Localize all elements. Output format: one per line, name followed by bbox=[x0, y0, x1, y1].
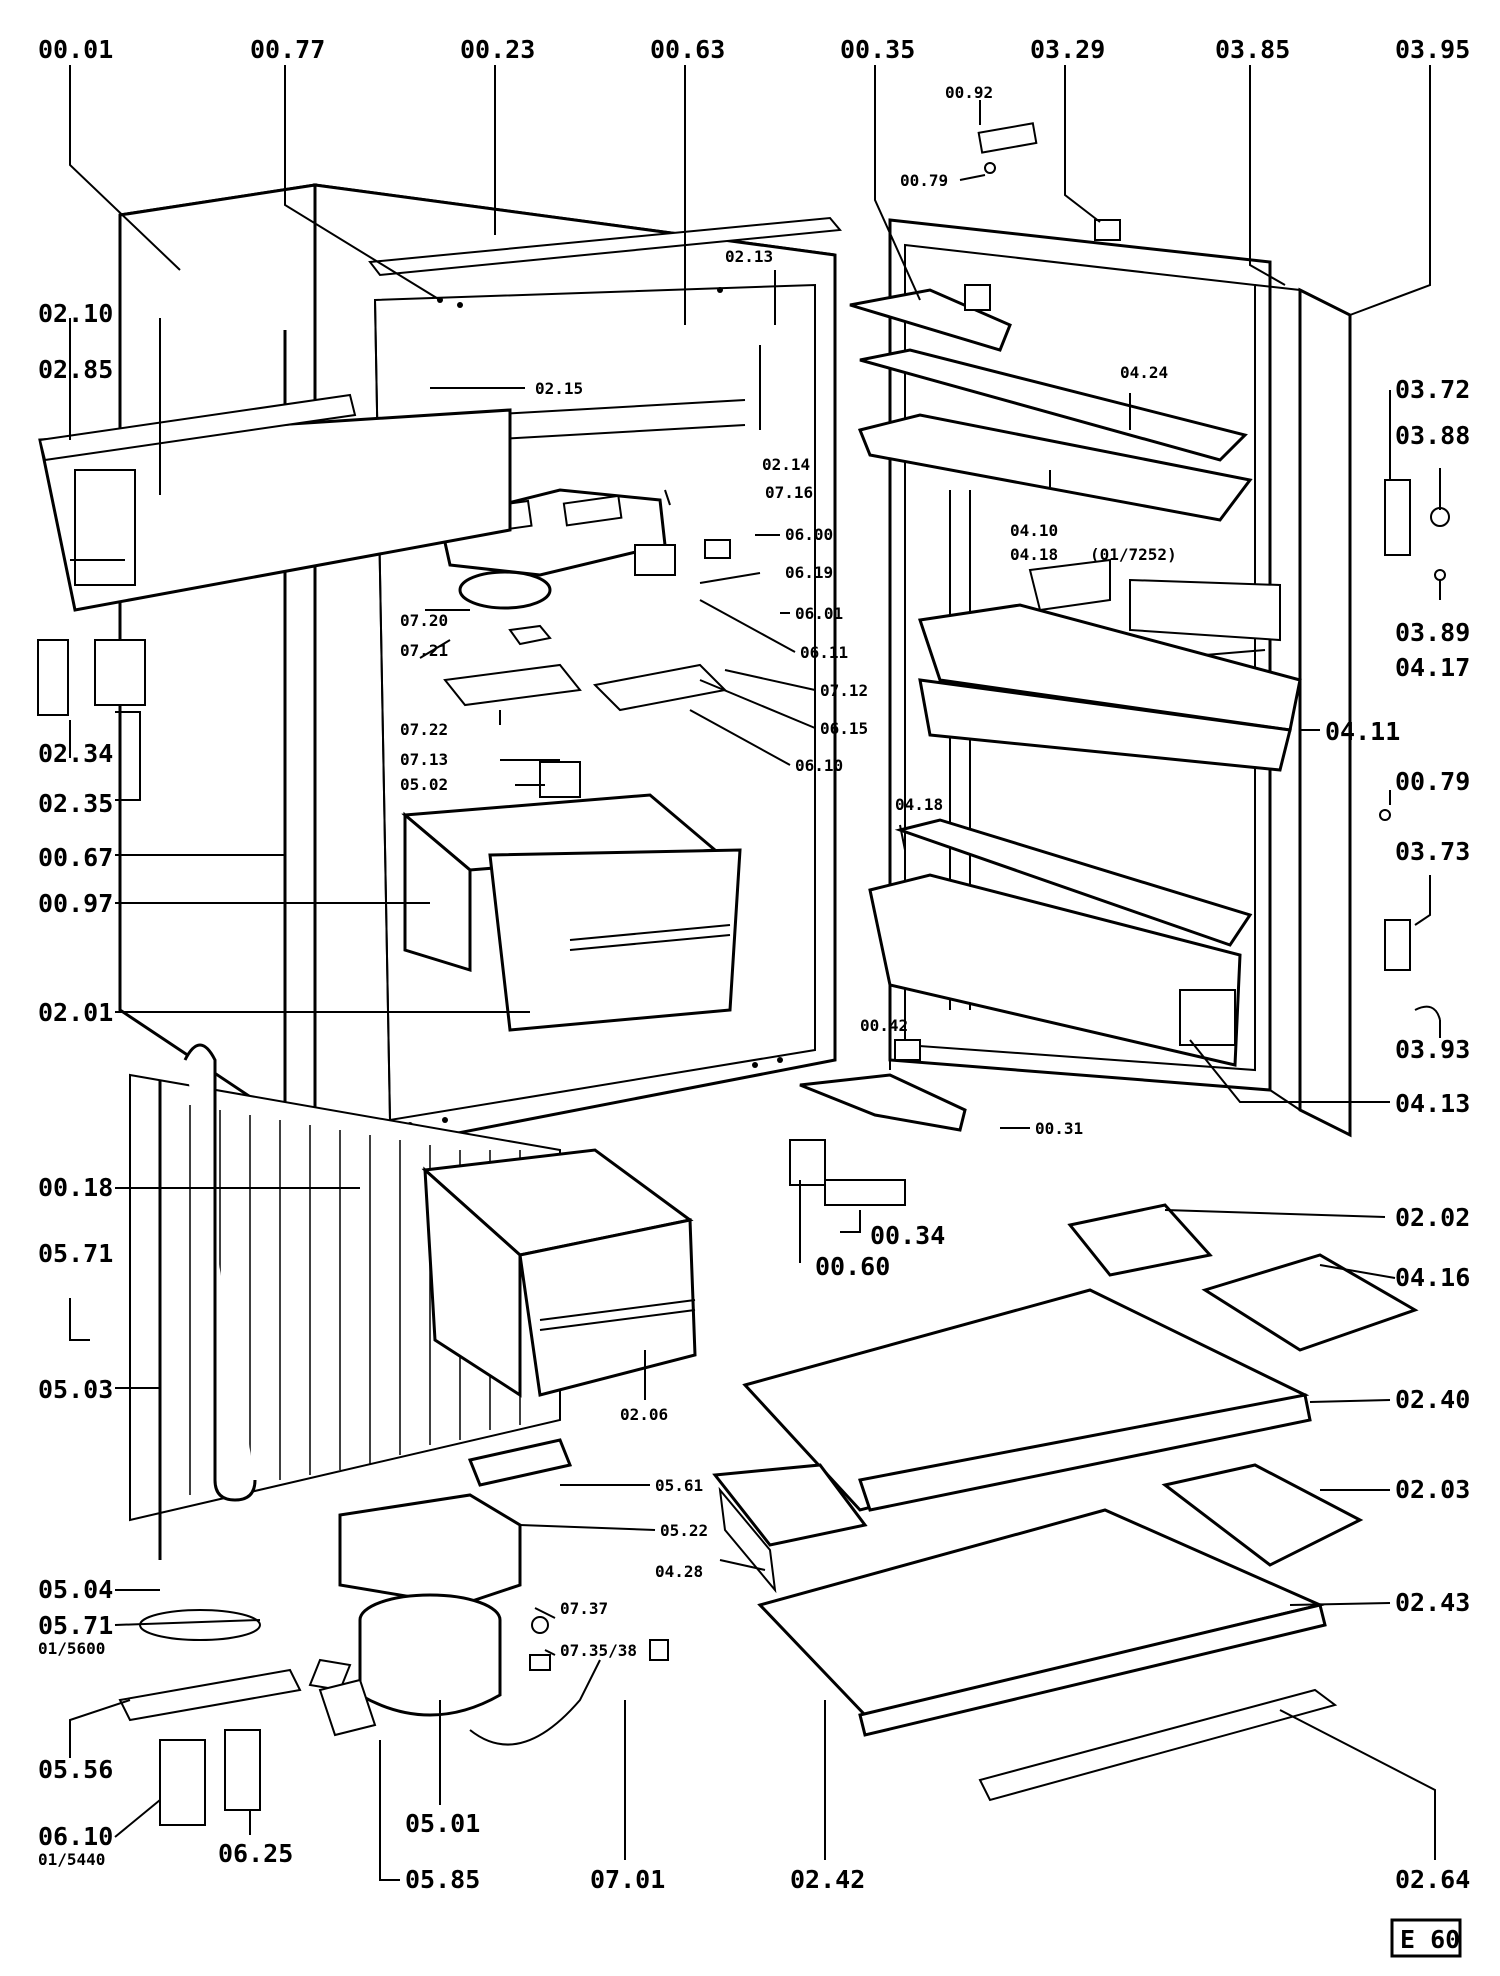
label-b14: 06.25 bbox=[218, 1839, 293, 1868]
label-r1: 04.24 bbox=[1120, 363, 1168, 382]
label-r3-suffix: (01/7252) bbox=[1090, 545, 1177, 564]
label-s4: 02.03 bbox=[1395, 1475, 1470, 1504]
label-b11: 07.35/38 bbox=[560, 1641, 637, 1660]
label-t4: 00.63 bbox=[650, 35, 725, 64]
label-l22: 00.97 bbox=[38, 889, 113, 918]
handle-rail bbox=[38, 393, 512, 612]
shelves-and-trays bbox=[712, 1203, 1419, 1802]
left-hinge-parts bbox=[37, 639, 146, 716]
label-b8: 05.04 bbox=[38, 1575, 113, 1604]
label-m3: 00.34 bbox=[870, 1221, 945, 1250]
label-t10: 00.79 bbox=[900, 171, 948, 190]
label-m2: 00.31 bbox=[1035, 1119, 1083, 1138]
leader-lines bbox=[69, 65, 1441, 1881]
label-s3: 02.40 bbox=[1395, 1385, 1470, 1414]
label-t9: 00.92 bbox=[945, 83, 993, 102]
evaporator-box bbox=[401, 793, 742, 1032]
label-l19: 02.34 bbox=[38, 739, 113, 768]
label-t3: 00.23 bbox=[460, 35, 535, 64]
label-m1: 00.42 bbox=[860, 1016, 908, 1035]
label-l6: 07.16 bbox=[765, 483, 813, 502]
compressor bbox=[139, 1493, 522, 1717]
label-b19: 02.64 bbox=[1395, 1865, 1470, 1894]
label-l14: 07.20 bbox=[400, 611, 448, 630]
label-b9: 05.71 bbox=[38, 1611, 113, 1640]
label-l7: 06.00 bbox=[785, 525, 833, 544]
door-hinge-bottom bbox=[789, 1039, 967, 1206]
bottom-small-parts bbox=[118, 1438, 669, 1826]
label-t1: 00.01 bbox=[38, 35, 113, 64]
label-t7: 03.85 bbox=[1215, 35, 1290, 64]
label-l3: 02.13 bbox=[725, 247, 773, 266]
label-t8: 03.95 bbox=[1395, 35, 1470, 64]
label-r9: 03.89 bbox=[1395, 618, 1470, 647]
label-l13: 06.10 bbox=[795, 756, 843, 775]
part-labels: 00.01 00.77 00.23 00.63 00.35 03.29 03.8… bbox=[38, 35, 1470, 1894]
label-t2: 00.77 bbox=[250, 35, 325, 64]
label-b13: 06.10 bbox=[38, 1822, 113, 1851]
door-shelves bbox=[857, 348, 1302, 1067]
label-l5: 02.14 bbox=[762, 455, 810, 474]
label-r8: 03.88 bbox=[1395, 421, 1470, 450]
label-r3: 04.18 bbox=[1010, 545, 1058, 564]
label-b9-suffix: 01/5600 bbox=[38, 1639, 105, 1658]
label-s2: 04.16 bbox=[1395, 1263, 1470, 1292]
door-side-parts bbox=[1379, 479, 1450, 1021]
label-l8: 06.19 bbox=[785, 563, 833, 582]
label-r11: 03.73 bbox=[1395, 837, 1470, 866]
label-r13: 04.13 bbox=[1395, 1089, 1470, 1118]
label-b13-suffix: 01/5440 bbox=[38, 1850, 105, 1869]
label-b6: 05.22 bbox=[660, 1521, 708, 1540]
label-l23: 02.01 bbox=[38, 998, 113, 1027]
label-b3: 05.03 bbox=[38, 1375, 113, 1404]
label-b7: 04.28 bbox=[655, 1562, 703, 1581]
label-b17: 07.01 bbox=[590, 1865, 665, 1894]
label-b15: 05.01 bbox=[405, 1809, 480, 1838]
label-l15: 07.21 bbox=[400, 641, 448, 660]
label-t5: 00.35 bbox=[840, 35, 915, 64]
label-b4: 02.06 bbox=[620, 1405, 668, 1424]
label-b10: 07.37 bbox=[560, 1599, 608, 1618]
label-r2: 04.10 bbox=[1010, 521, 1058, 540]
label-s5: 02.43 bbox=[1395, 1588, 1470, 1617]
label-l2: 02.85 bbox=[38, 355, 113, 384]
label-l1: 02.10 bbox=[38, 299, 113, 328]
page-code: E 60 bbox=[1400, 1925, 1460, 1954]
label-l17: 07.13 bbox=[400, 750, 448, 769]
label-b12: 05.56 bbox=[38, 1755, 113, 1784]
crisper-drawer bbox=[421, 1148, 697, 1398]
label-b2: 05.71 bbox=[38, 1239, 113, 1268]
label-r4: 04.17 bbox=[1395, 653, 1470, 682]
label-l16: 07.22 bbox=[400, 720, 448, 739]
label-r6: 04.18 bbox=[895, 795, 943, 814]
label-s1: 02.02 bbox=[1395, 1203, 1470, 1232]
label-l21: 00.67 bbox=[38, 843, 113, 872]
label-l9: 06.01 bbox=[795, 604, 843, 623]
door-hinge-top bbox=[849, 122, 1121, 352]
label-b5: 05.61 bbox=[655, 1476, 703, 1495]
label-l11: 07.12 bbox=[820, 681, 868, 700]
label-r12: 03.93 bbox=[1395, 1035, 1470, 1064]
label-r5: 04.11 bbox=[1325, 717, 1400, 746]
label-l20: 02.35 bbox=[38, 789, 113, 818]
page-code-box: E 60 bbox=[1390, 1918, 1462, 1958]
label-b16: 05.85 bbox=[405, 1865, 480, 1894]
label-l10: 06.11 bbox=[800, 643, 848, 662]
label-m4: 00.60 bbox=[815, 1252, 890, 1281]
label-b1: 00.18 bbox=[38, 1173, 113, 1202]
label-r7: 03.72 bbox=[1395, 375, 1470, 404]
label-t6: 03.29 bbox=[1030, 35, 1105, 64]
label-b18: 02.42 bbox=[790, 1865, 865, 1894]
label-l12: 06.15 bbox=[820, 719, 868, 738]
label-l4: 02.15 bbox=[535, 379, 583, 398]
label-r10: 00.79 bbox=[1395, 767, 1470, 796]
label-l18: 05.02 bbox=[400, 775, 448, 794]
